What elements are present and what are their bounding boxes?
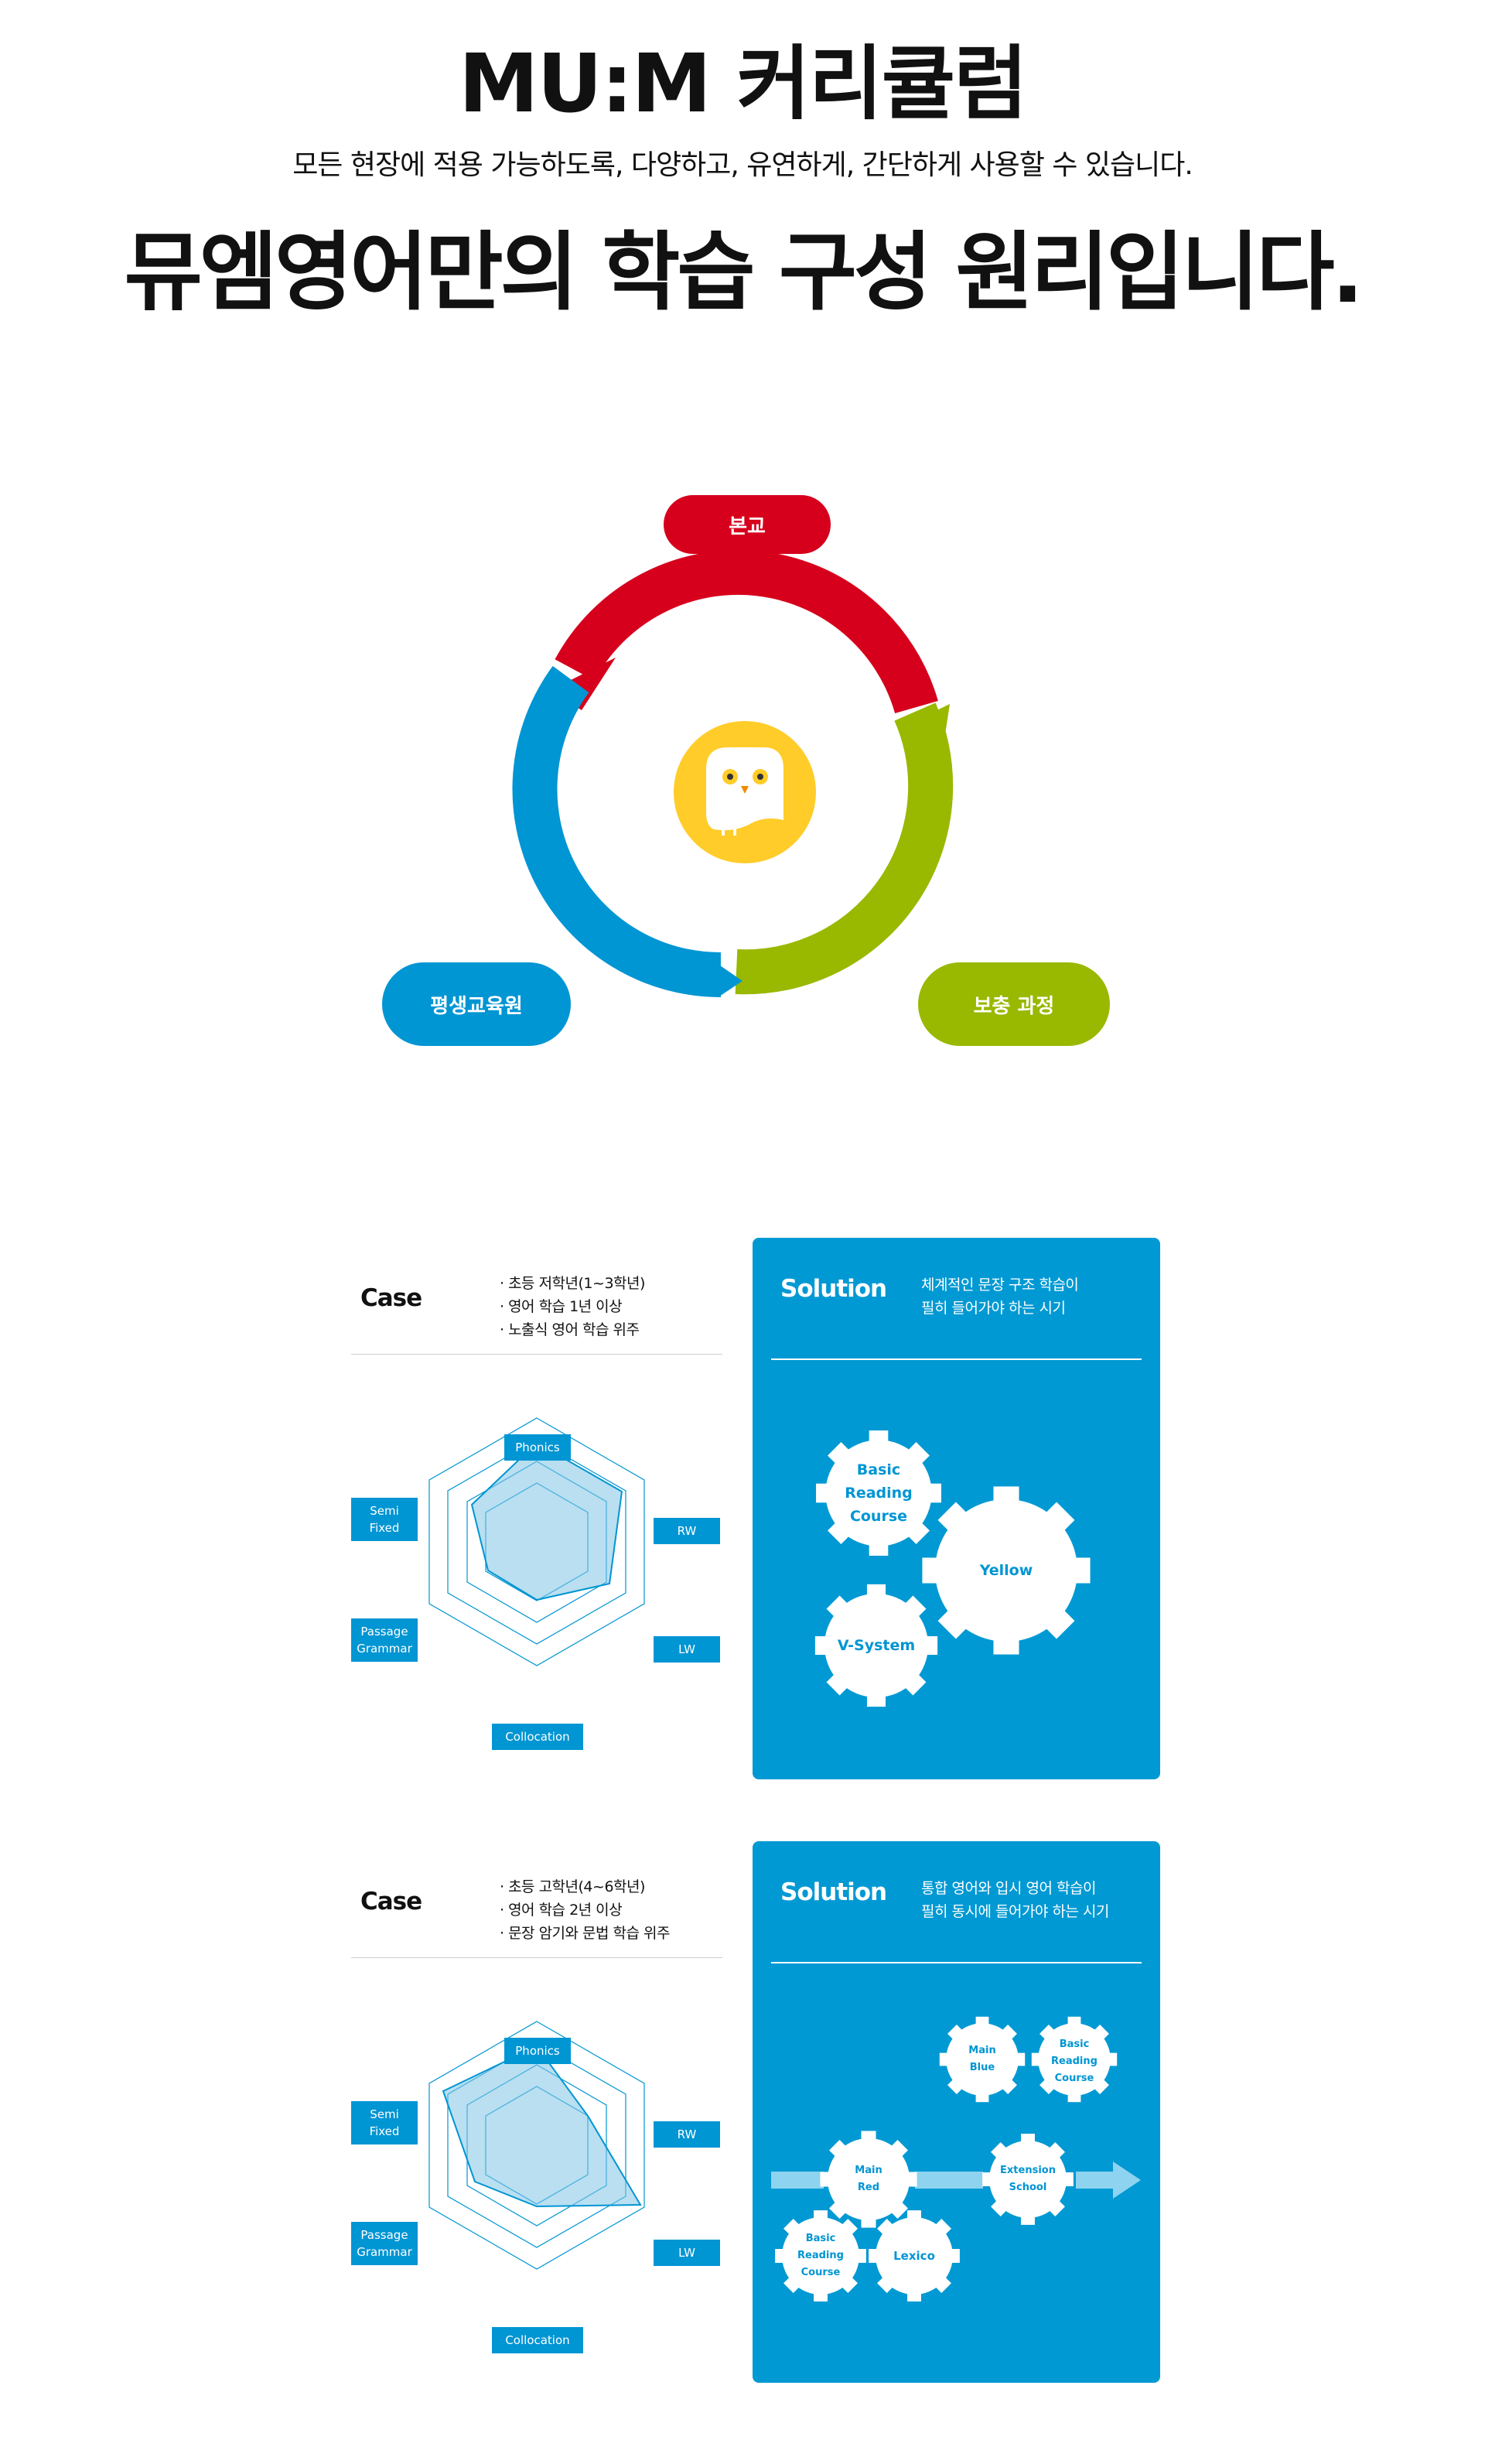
gear-label-basic-reading-course: Basic Reading Course [1051, 2039, 1098, 2084]
case-item: · 초등 저학년(1~3학년) [500, 1275, 645, 1292]
cycle-node-main-school: 본교 [664, 495, 831, 554]
gear-diagram [814, 1430, 1091, 1707]
radar-label-semi-fixed: Semi Fixed [351, 1498, 418, 1541]
radar-label-phonics: Phonics [504, 1434, 571, 1461]
radar-chart [428, 1417, 645, 1666]
solution-description: 체계적인 문장 구조 학습이 필히 들어가야 하는 시기 [921, 1276, 1079, 1317]
radar-label-passage-grammar: Passage Grammar [351, 2222, 418, 2265]
radar-label-rw: RW [654, 1518, 720, 1544]
radar-label-phonics: Phonics [504, 2038, 571, 2064]
radar-label-collocation: Collocation [492, 2327, 583, 2353]
case-section-1: Case · 초등 저학년(1~3학년) · 영어 학습 1년 이상 · 노출식… [0, 1238, 1485, 1787]
cycle-arc-green [735, 702, 954, 995]
case-item: · 초등 고학년(4~6학년) [500, 1878, 645, 1895]
radar-label-collocation: Collocation [492, 1724, 583, 1750]
page-headline: 뮤엠영어만의 학습 구성 원리입니다. [124, 223, 1364, 322]
case-label: Case [360, 1888, 422, 1915]
gear-label-basic-reading-course: Basic Reading Course [845, 1461, 913, 1525]
gear-label-basic-reading-course: Basic Reading Course [797, 2233, 844, 2278]
case-item: · 문장 암기와 문법 학습 위주 [500, 1925, 671, 1942]
radar-chart [428, 2021, 645, 2270]
radar-label-semi-fixed: Semi Fixed [351, 2101, 418, 2144]
case-item: · 영어 학습 2년 이상 [500, 1902, 623, 1919]
gear-label-main-red: Main Red [855, 2165, 882, 2193]
gear-label-main-blue: Main Blue [968, 2045, 996, 2073]
solution-label: Solution [780, 1275, 887, 1303]
solution-divider [771, 1358, 1142, 1360]
solution-divider [771, 1962, 1142, 1963]
cycle-node-lifelong-education: 평생교육원 [382, 962, 571, 1046]
page-subtitle: 모든 현장에 적용 가능하도록, 다양하고, 유연하게, 간단하게 사용할 수 … [292, 149, 1193, 181]
case-item: · 영어 학습 1년 이상 [500, 1298, 623, 1315]
page-title: MU:M 커리큘럼 [459, 36, 1028, 131]
case-label: Case [360, 1284, 422, 1312]
gear-label-extension-school: Extension School [1000, 2165, 1056, 2193]
solution-label: Solution [780, 1878, 887, 1906]
case-panel: Case · 초등 고학년(4~6학년) · 영어 학습 2년 이상 · 문장 … [351, 1841, 722, 2391]
cycle-arc-red [551, 549, 938, 714]
flow-arrow [771, 2162, 1141, 2199]
radar-label-lw: LW [654, 1636, 720, 1663]
case-item: · 노출식 영어 학습 위주 [500, 1321, 640, 1338]
case-section-2: Case · 초등 고학년(4~6학년) · 영어 학습 2년 이상 · 문장 … [0, 1841, 1485, 2391]
gear-label-v-system: V-System [837, 1637, 916, 1654]
case-list: · 초등 저학년(1~3학년) · 영어 학습 1년 이상 · 노출식 영어 학… [500, 1272, 645, 1341]
solution-panel: Solution 통합 영어와 입시 영어 학습이 필히 동시에 들어가야 하는… [753, 1841, 1160, 2383]
cycle-diagram [512, 549, 954, 998]
case-list: · 초등 고학년(4~6학년) · 영어 학습 2년 이상 · 문장 암기와 문… [500, 1875, 671, 1945]
case-panel: Case · 초등 저학년(1~3학년) · 영어 학습 1년 이상 · 노출식… [351, 1238, 722, 1787]
gear-diagram [771, 2016, 1141, 2302]
radar-label-lw: LW [654, 2240, 720, 2266]
case-divider [351, 1957, 722, 1958]
solution-panel: Solution 체계적인 문장 구조 학습이 필히 들어가야 하는 시기 [753, 1238, 1160, 1779]
case-divider [351, 1354, 722, 1355]
gear-label-yellow: Yellow [979, 1562, 1033, 1579]
cycle-node-supplementary-course: 보충 과정 [918, 962, 1110, 1046]
solution-description: 통합 영어와 입시 영어 학습이 필히 동시에 들어가야 하는 시기 [921, 1880, 1109, 1920]
radar-label-passage-grammar: Passage Grammar [351, 1618, 418, 1662]
cycle-arc-blue [512, 665, 742, 998]
owl-mascot-icon [674, 721, 816, 863]
radar-label-rw: RW [654, 2121, 720, 2148]
gear-label-lexico: Lexico [893, 2249, 935, 2263]
